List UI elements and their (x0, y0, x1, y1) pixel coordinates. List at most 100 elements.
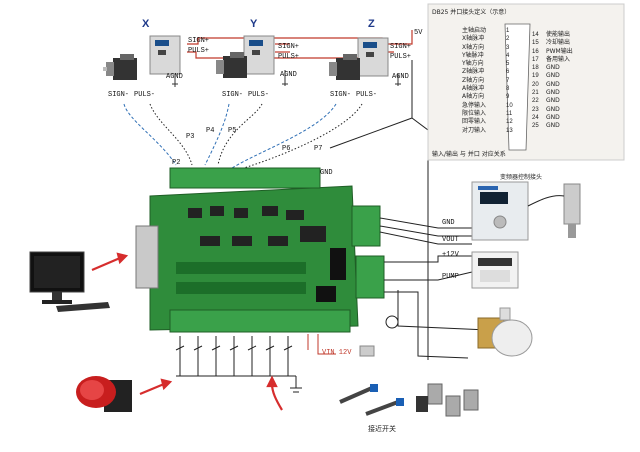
connector-row: GND (546, 122, 560, 130)
connector-pin: 20 (532, 81, 539, 88)
connector-row: 回零输入 (462, 118, 487, 126)
connector-row: A轴方向 (462, 93, 485, 101)
port-p6-label: P6 (282, 145, 291, 153)
axis-label-y: Y (250, 18, 258, 30)
connector-pin: 22 (532, 98, 539, 105)
z-puls-plus-label: PULS+ (390, 53, 412, 61)
controller-board (135, 167, 385, 333)
connector-row: GND (546, 105, 560, 113)
connector-row: 冷却输出 (546, 39, 571, 47)
y-sign-minus-label: SIGN- (222, 91, 244, 99)
connector-pin: 4 (506, 52, 510, 59)
connector-pins-right: 14 15 16 17 18 19 20 21 22 23 24 25 (532, 32, 542, 130)
board-gnd-label: GND (442, 219, 455, 227)
connector-pins-left: 1 2 3 4 5 6 7 8 9 10 11 12 13 (506, 28, 516, 134)
connector-pin: 19 (532, 73, 539, 80)
connector-row: 急停输入 (462, 101, 487, 109)
connector-pin: 6 (506, 69, 510, 76)
board-12v-label: +12V (442, 251, 459, 259)
y-puls-minus-label: PULS- (248, 91, 270, 99)
proximity-switch-label: 接近开关 (368, 425, 396, 433)
x-sign-plus-label: SIGN+ (188, 37, 210, 45)
port-p2-label: P2 (172, 159, 181, 167)
y-puls-plus-label: PULS+ (278, 53, 300, 61)
connector-row: A轴脉冲 (462, 85, 485, 93)
board-vin-label: VIN 12V (322, 349, 352, 357)
connector-pin: 5 (506, 61, 510, 68)
five-v-label: 5V (414, 29, 423, 37)
connector-row: GND (546, 113, 560, 121)
ssr-relay (471, 251, 519, 289)
connector-rows-left: 主轴启动 X轴脉冲 X轴方向 Y轴脉冲 Y轴方向 Z轴脉冲 Z轴方向 A轴脉冲 … (462, 27, 506, 134)
connector-pin: 8 (506, 86, 510, 93)
connector-footer: 输入/输出 与 并口 对应关系 (432, 151, 506, 158)
coolant-pump (477, 307, 533, 357)
driver-black-wires (329, 60, 429, 360)
connector-row: Z轴脉冲 (462, 68, 485, 76)
connector-pin: 2 (506, 36, 510, 43)
connector-pin: 3 (506, 44, 510, 51)
pc-monitor (29, 251, 110, 312)
board-pump-label: PUMP (442, 273, 459, 281)
connector-rows-right: 使能输出 冷却输出 PWM输出 备用输入 GND GND GND GND GND… (546, 31, 622, 130)
spindle-motor (527, 183, 581, 238)
connector-title: DB25 并口接头定义（示意） (432, 9, 511, 16)
connector-pin: 21 (532, 90, 539, 97)
connector-row: 限位输入 (462, 109, 487, 117)
port-p4-label: P4 (206, 127, 215, 135)
connector-row: 对刀输入 (462, 126, 487, 134)
port-p5-label: P5 (228, 127, 237, 135)
connector-pin: 11 (506, 110, 513, 117)
connector-pin: 7 (506, 77, 510, 84)
connector-pin: 24 (532, 114, 539, 121)
z-puls-minus-label: PULS- (356, 91, 378, 99)
y-agnd-label: AGND (280, 71, 297, 79)
servo-y (216, 35, 275, 78)
vin-plug (359, 345, 375, 357)
connector-pin: 17 (532, 56, 539, 63)
servo-x (103, 35, 181, 80)
axis-label-x: X (142, 18, 150, 30)
spindle-label: 变频器控制接头 (500, 174, 543, 181)
axis-label-z: Z (368, 18, 375, 30)
vin-wires (307, 334, 336, 355)
connector-row: X轴脉冲 (462, 35, 485, 43)
connector-pin: 10 (506, 102, 513, 109)
servo-z (329, 37, 389, 80)
connector-row: GND (546, 80, 560, 88)
x-sign-minus-label: SIGN- (108, 91, 130, 99)
connector-pin: 12 (506, 119, 513, 126)
z-agnd-label: AGND (392, 73, 409, 81)
connector-row: Y轴方向 (462, 60, 484, 68)
connector-row: GND (546, 64, 560, 72)
connector-row: GND (546, 89, 560, 97)
agnd-lines (172, 70, 401, 87)
x-puls-minus-label: PULS- (134, 91, 156, 99)
connector-pin: 18 (532, 65, 539, 72)
connector-row: GND (546, 97, 560, 105)
red-arrows (91, 252, 283, 411)
proximity-sensors (339, 384, 404, 416)
connector-pin: 9 (506, 94, 510, 101)
x-agnd-label: AGND (166, 73, 183, 81)
connector-row: GND (546, 72, 560, 80)
sign-wires (123, 103, 337, 169)
connector-row: PWM输出 (546, 47, 573, 55)
connector-row: 备用输入 (546, 55, 571, 63)
fuse-symbol (385, 315, 399, 329)
connector-row: Y轴脉冲 (462, 51, 484, 59)
emergency-stop (76, 376, 132, 412)
connector-pin: 1 (506, 28, 510, 34)
board-vout-label: VOUT (442, 236, 459, 244)
connector-pin: 23 (532, 106, 539, 113)
input-switches (175, 336, 302, 393)
vfd-inverter (471, 181, 529, 241)
port-p3-label: P3 (186, 133, 195, 141)
connector-pin: 15 (532, 40, 539, 47)
x-puls-plus-label: PULS+ (188, 47, 210, 55)
y-sign-plus-label: SIGN+ (278, 43, 300, 51)
connector-row: X轴方向 (462, 43, 485, 51)
connector-pin: 14 (532, 32, 539, 38)
board-output-wires (379, 217, 489, 359)
